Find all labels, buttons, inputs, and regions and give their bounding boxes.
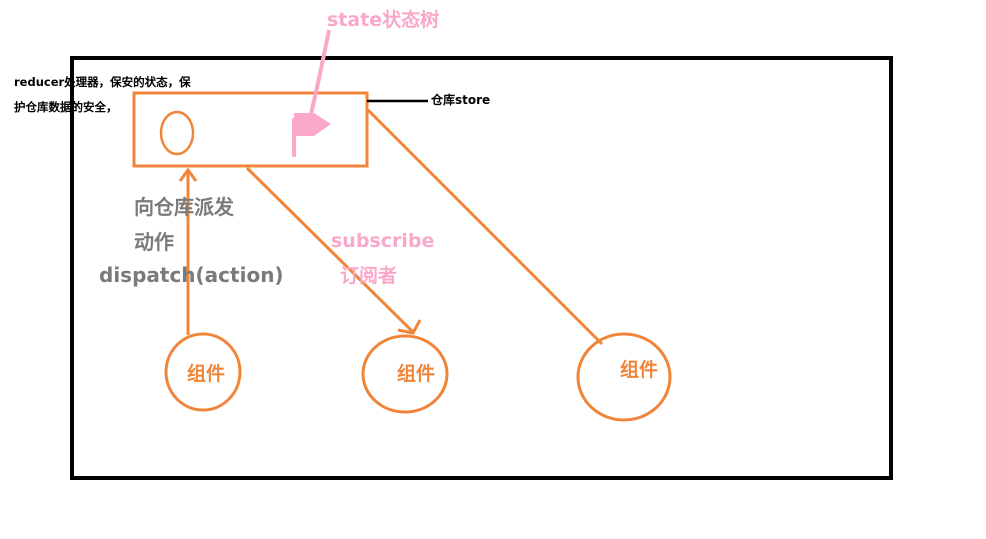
state-flag-icon — [292, 113, 331, 157]
reducer-note-line2: 护仓库数据的安全， — [14, 100, 118, 114]
subscribe-label-line2: 订阅者 — [340, 265, 397, 287]
component-1-label: 组件 — [187, 362, 225, 385]
state-tree-label: state状态树 — [327, 8, 439, 31]
dispatch-label-line3: dispatch(action) — [99, 263, 284, 287]
component-2: 组件 — [361, 334, 449, 414]
store-label: 仓库store — [430, 92, 490, 107]
component-1-circle — [164, 332, 242, 412]
subscribe-arrow — [245, 166, 422, 335]
reducer-oval — [159, 110, 195, 156]
component-1: 组件 — [164, 332, 242, 412]
outer-frame — [70, 56, 893, 480]
state-pointer-line — [308, 29, 331, 119]
dispatch-label-line1: 向仓库派发 — [134, 195, 235, 219]
component-3-label: 组件 — [620, 358, 658, 381]
dispatch-arrow — [178, 167, 198, 335]
component-3: 组件 — [576, 332, 672, 422]
store-to-component-3-line — [366, 108, 604, 346]
reducer-note-line1: reducer处理器，保安的状态，保 — [14, 75, 191, 89]
component-3-circle — [576, 332, 672, 422]
dispatch-label-line2: 动作 — [134, 230, 174, 254]
store-box — [132, 91, 369, 168]
component-2-label: 组件 — [397, 362, 435, 385]
component-2-circle — [361, 334, 449, 414]
subscribe-label-line1: subscribe — [331, 230, 434, 252]
